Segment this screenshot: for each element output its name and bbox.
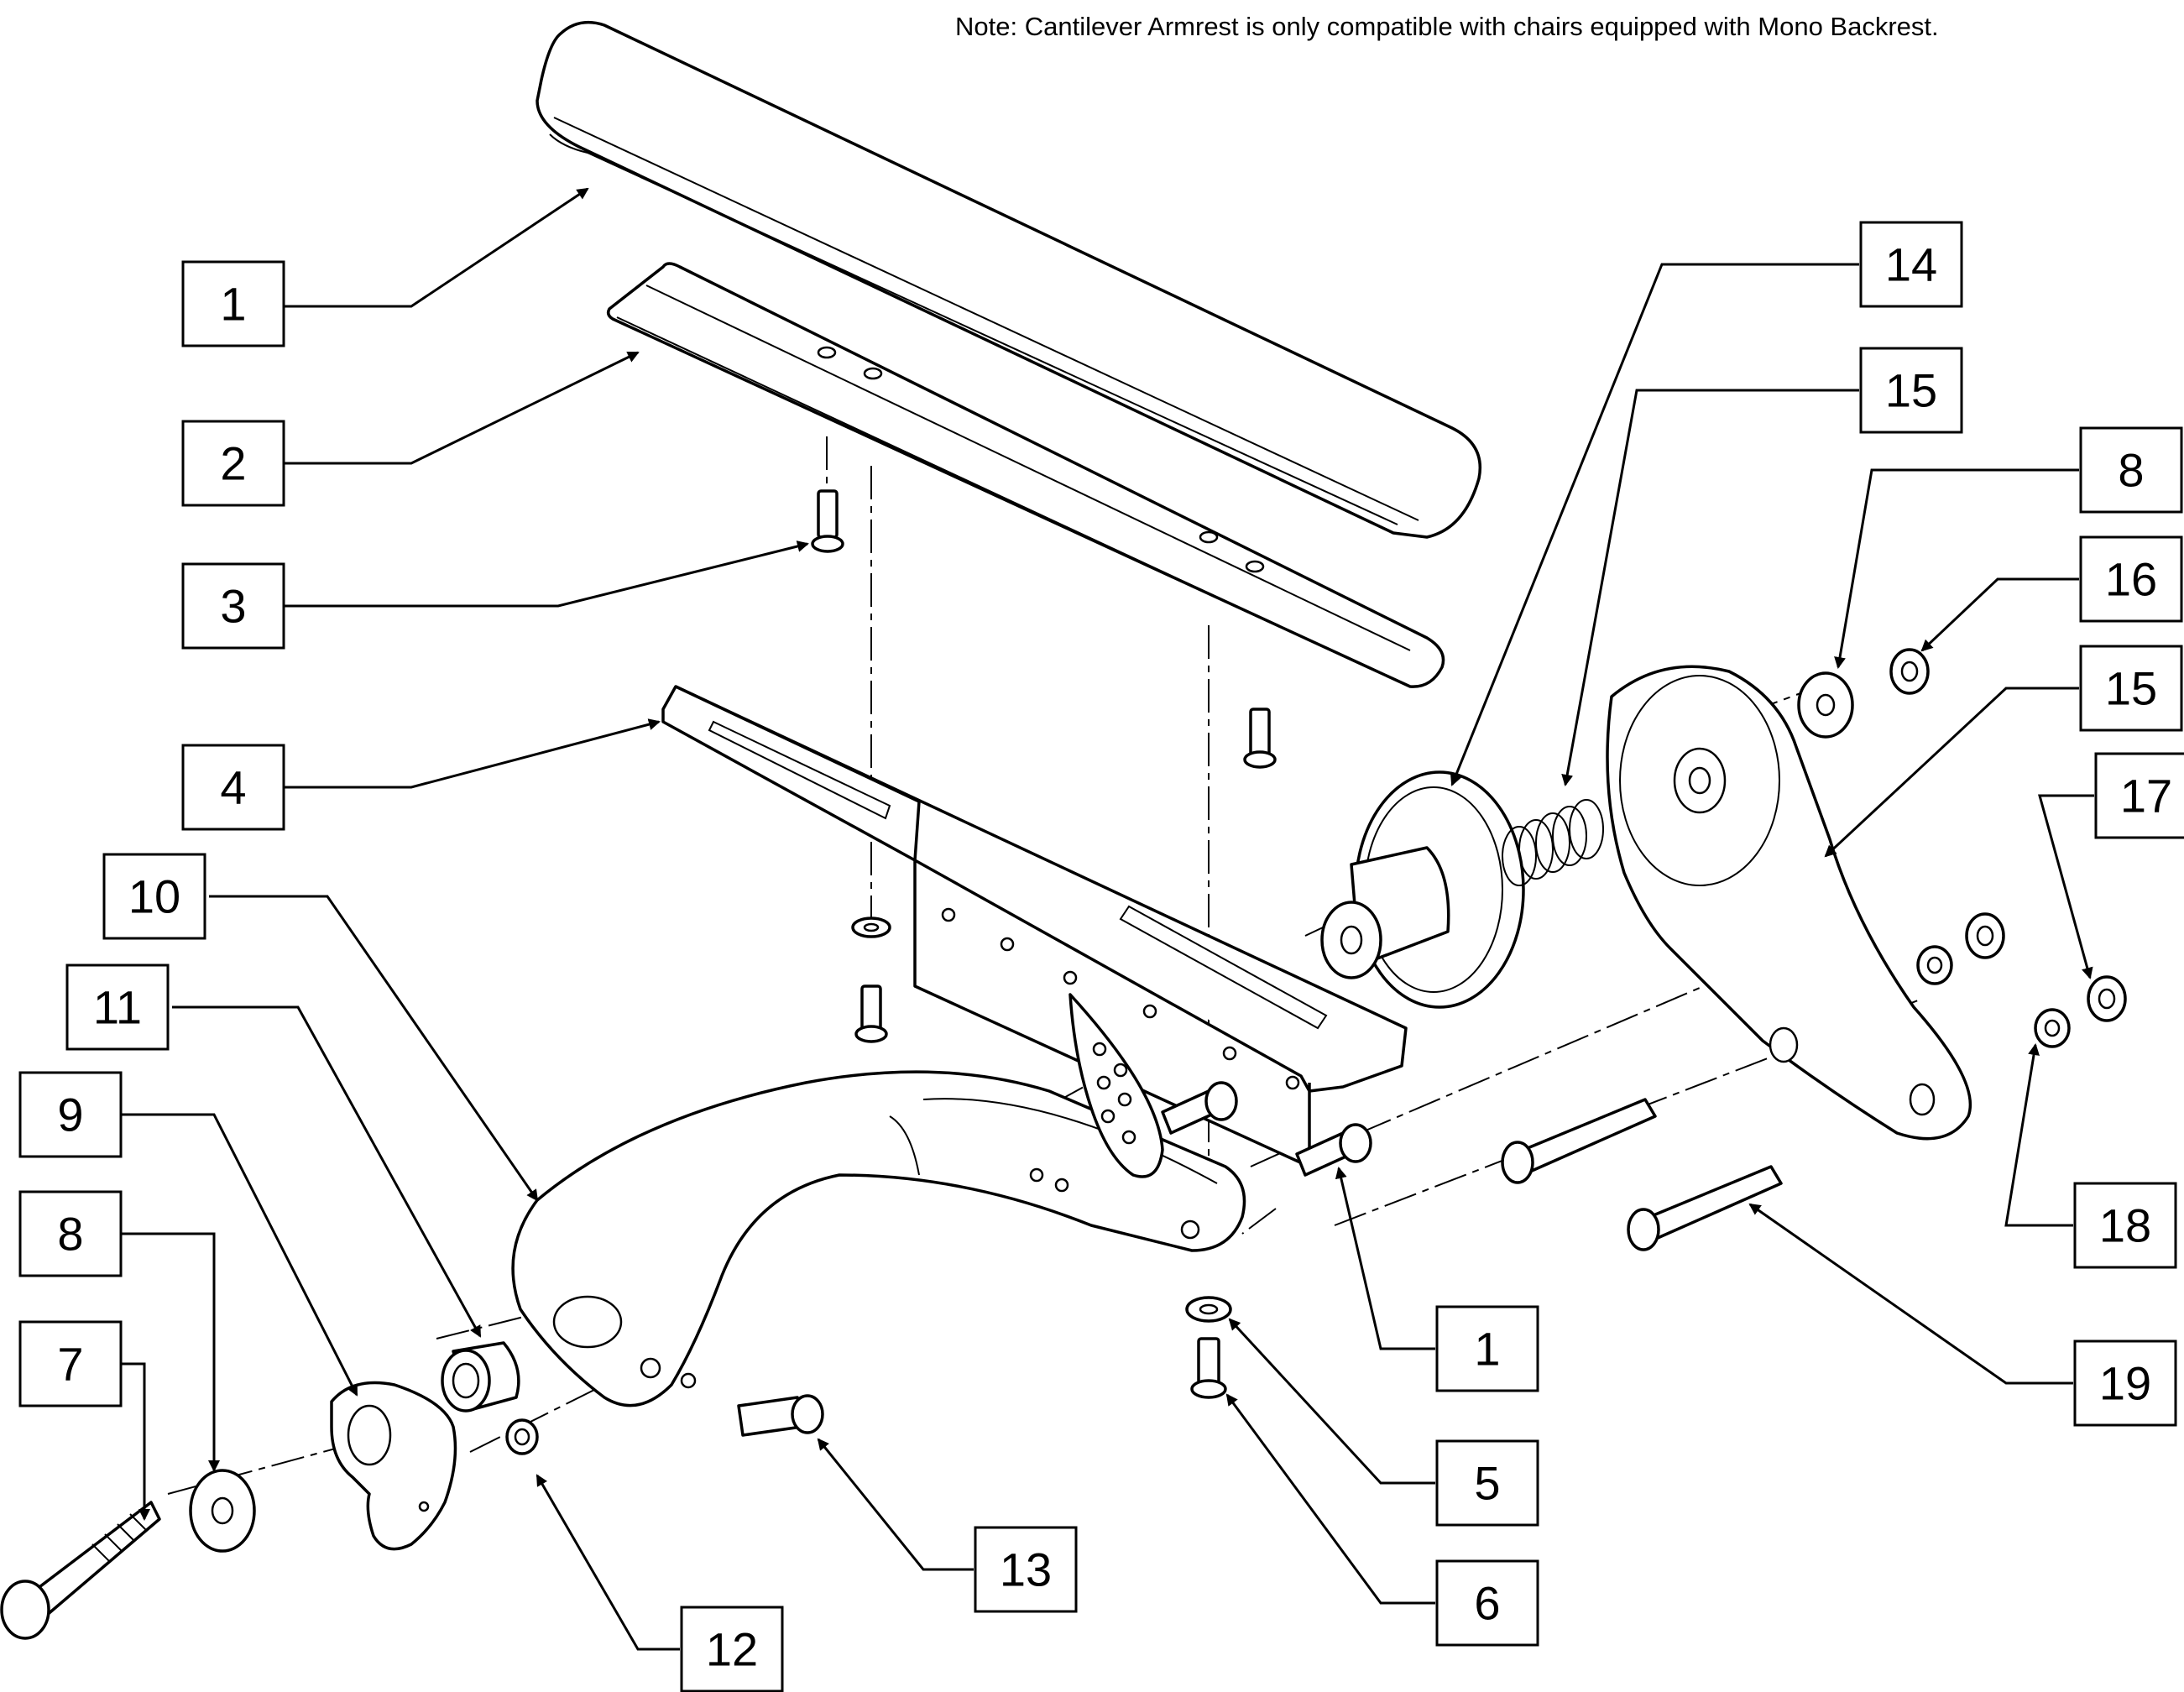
callout-number: 14 [1885, 238, 1937, 291]
callout-14: 14 [1859, 221, 1963, 308]
washer-5 [1185, 1296, 1232, 1323]
bolt-right-upper [1501, 1098, 1657, 1184]
callout-box [18, 1320, 123, 1407]
callout-13: 13 [974, 1526, 1078, 1613]
callout-number: 8 [2118, 444, 2144, 497]
callout-number: 6 [1474, 1577, 1500, 1630]
callout-number: 9 [57, 1089, 83, 1141]
callout-number: 15 [1885, 364, 1937, 417]
bolt-7 [0, 1501, 161, 1640]
callout-box [680, 1606, 784, 1692]
perforated-plate [1068, 993, 1164, 1178]
callout-number: 8 [57, 1208, 83, 1261]
callout-box [181, 260, 285, 347]
nut-16 [1889, 648, 1930, 695]
callout-box [18, 1071, 123, 1158]
callout-box [2079, 535, 2183, 623]
callout-11: 11 [65, 964, 170, 1051]
pad-bracket [606, 262, 1445, 688]
callout-number: 3 [220, 580, 246, 633]
washer-right-a [1916, 945, 1953, 985]
callout-12: 12 [680, 1606, 784, 1692]
callout-7: 7 [18, 1320, 123, 1407]
callout-number: 16 [2105, 553, 2157, 606]
nut-right-a [1965, 912, 2005, 959]
callout-17: 17 [2094, 752, 2184, 839]
callout-box [1859, 347, 1963, 434]
callout-box [65, 964, 170, 1051]
callout-number: 2 [220, 437, 246, 490]
washer-18 [2034, 1008, 2071, 1048]
bushing-11 [441, 1341, 520, 1413]
screw-3 [811, 489, 844, 553]
toothed-bracket-15 [1606, 665, 1972, 1141]
nut-17 [2087, 975, 2127, 1022]
cantilever-arm [511, 1070, 1246, 1407]
callout-1: 1 [1435, 1305, 1539, 1392]
callout-box [102, 853, 206, 940]
callout-box [974, 1526, 1078, 1613]
callout-box [1435, 1305, 1539, 1392]
spring-15 [1502, 799, 1604, 886]
socket-screw-13 [737, 1394, 824, 1437]
socket-screw-a [1161, 1081, 1238, 1135]
callout-box [18, 1190, 123, 1277]
bolt-19 [1627, 1165, 1783, 1251]
callout-box [1859, 221, 1963, 308]
lever-knob-9 [330, 1381, 457, 1551]
callout-number: 15 [2105, 662, 2157, 715]
washer-8-right [1797, 671, 1854, 739]
callout-number: 4 [220, 761, 246, 814]
callout-2: 2 [181, 420, 285, 507]
callout-number: 7 [57, 1338, 83, 1391]
callout-10: 10 [102, 853, 206, 940]
callout-5: 5 [1435, 1439, 1539, 1527]
callout-box [2094, 752, 2184, 839]
callout-number: 13 [1000, 1543, 1052, 1596]
leader-lines [113, 187, 2094, 1651]
callout-number: 5 [1474, 1457, 1500, 1510]
callout-box [181, 744, 285, 831]
callout-box [2079, 645, 2183, 732]
callout-number: 19 [2099, 1357, 2151, 1410]
callout-number: 10 [128, 870, 180, 923]
callout-19: 19 [2073, 1340, 2177, 1427]
callout-4: 4 [181, 744, 285, 831]
callout-box [2073, 1182, 2177, 1269]
callout-box [181, 562, 285, 650]
callout-number: 12 [706, 1623, 758, 1676]
callout-9: 9 [18, 1071, 123, 1158]
callout-number: 1 [220, 278, 246, 331]
callout-8: 8 [2079, 426, 2183, 514]
callout-15: 15 [2079, 645, 2183, 732]
screw-bracket [854, 984, 888, 1043]
callout-number: 17 [2120, 770, 2172, 822]
washer-12 [505, 1418, 539, 1455]
callout-3: 3 [181, 562, 285, 650]
arm-pad [536, 20, 1481, 539]
callout-box [2079, 426, 2183, 514]
callout-18: 18 [2073, 1182, 2177, 1269]
washer-8 [189, 1469, 256, 1553]
compatibility-note: Note: Cantilever Armrest is only compati… [955, 12, 1939, 41]
callout-box [1435, 1559, 1539, 1647]
callout-1: 1 [181, 260, 285, 347]
screw-6 [1190, 1337, 1227, 1399]
washer-bracket [851, 916, 891, 938]
callout-6: 6 [1435, 1559, 1539, 1647]
callout-number: 18 [2099, 1199, 2151, 1252]
callout-16: 16 [2079, 535, 2183, 623]
socket-screw-b [1295, 1123, 1372, 1177]
callout-box [2073, 1340, 2177, 1427]
callout-15: 15 [1859, 347, 1963, 434]
callout-8: 8 [18, 1190, 123, 1277]
callout-number: 11 [93, 981, 142, 1034]
screw-3b [1243, 708, 1277, 769]
callout-box [181, 420, 285, 507]
callout-number: 1 [1474, 1323, 1500, 1376]
gear-hub-14 [1320, 770, 1525, 1009]
callout-box [1435, 1439, 1539, 1527]
